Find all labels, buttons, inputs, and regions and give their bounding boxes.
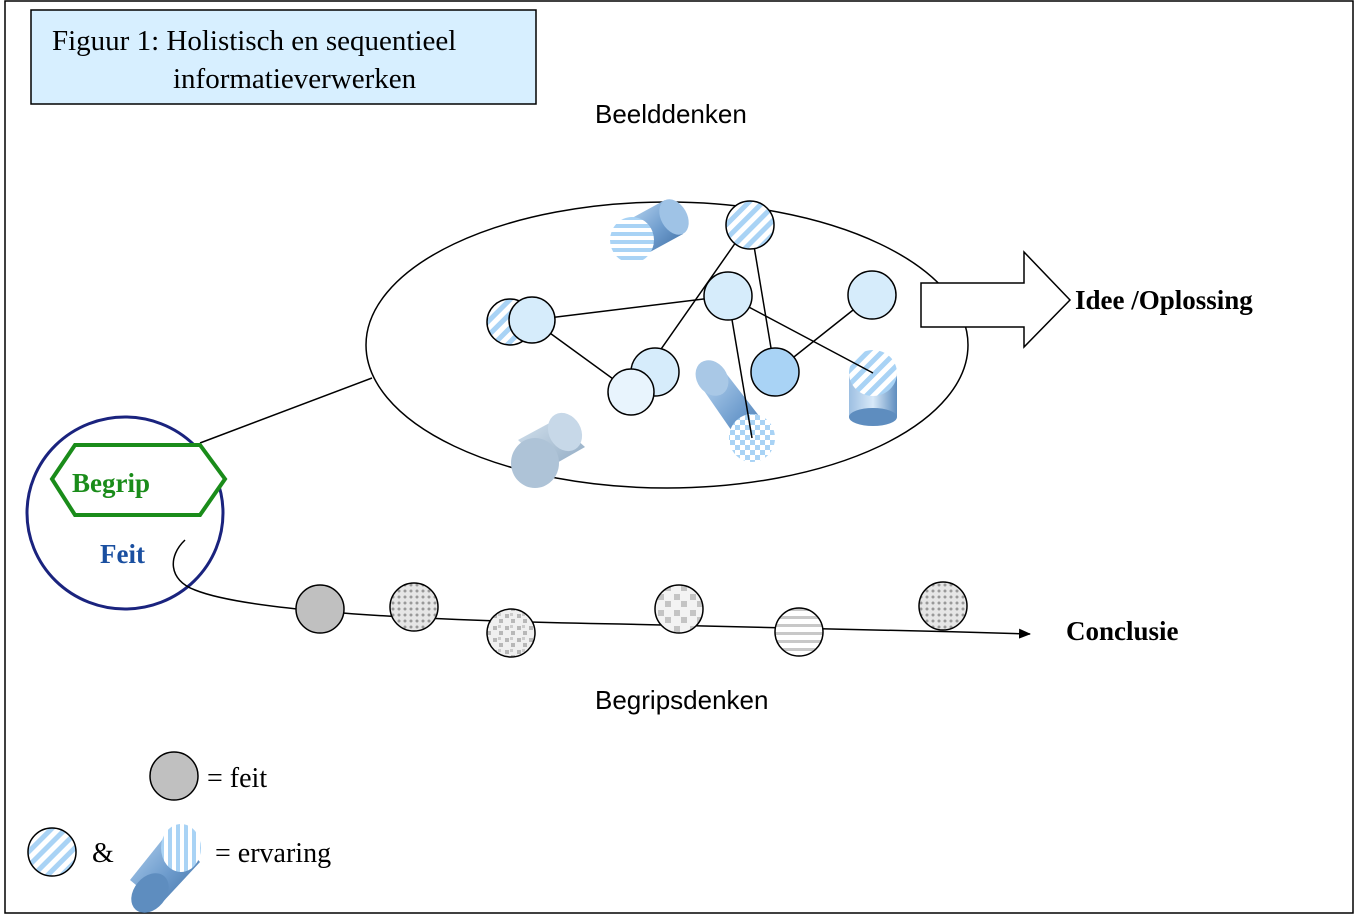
cylinder-bottom-left-grey bbox=[511, 412, 585, 488]
figure-title-line1: Figuur 1: Holistisch en sequentieel bbox=[52, 25, 456, 57]
ellipse-connector-line bbox=[199, 377, 373, 444]
begripsdenken-label: Begripsdenken bbox=[595, 685, 768, 715]
fact-circle-dotted-2 bbox=[918, 581, 968, 631]
legend: = feit & = ervaring bbox=[27, 751, 331, 913]
fact-circles bbox=[295, 581, 968, 658]
legend-feit-label: = feit bbox=[207, 763, 267, 794]
feit-label: Feit bbox=[100, 539, 145, 569]
node-right bbox=[847, 270, 897, 320]
fact-circle-blocks bbox=[486, 608, 536, 658]
fact-circle-dotted bbox=[389, 582, 439, 632]
figure-frame bbox=[4, 0, 1354, 914]
cylinder-right-diagonal-stripes bbox=[849, 350, 897, 426]
legend-ervaring-label: = ervaring bbox=[215, 838, 331, 869]
figure-title-line2: informatieverwerken bbox=[173, 63, 417, 95]
legend-fact-swatch bbox=[149, 751, 199, 801]
beelddenken-label: Beelddenken bbox=[595, 99, 747, 129]
image-thinking-ellipse bbox=[365, 201, 969, 489]
node-lower-center-front bbox=[607, 368, 655, 416]
cylinder-top-horizontal-stripes bbox=[610, 199, 689, 263]
legend-experience-cylinder-swatch bbox=[130, 824, 201, 913]
network-nodes bbox=[486, 200, 897, 416]
node-left-front bbox=[508, 296, 556, 344]
legend-experience-circle-swatch bbox=[27, 827, 77, 877]
idea-arrow bbox=[920, 250, 1072, 349]
node-top-striped bbox=[725, 200, 775, 250]
conclusie-label: Conclusie bbox=[1066, 616, 1179, 646]
legend-ampersand: & bbox=[92, 838, 114, 869]
fact-circle-large-blocks bbox=[654, 584, 704, 634]
node-center bbox=[703, 271, 753, 321]
node-medium-blue bbox=[750, 347, 800, 397]
begrip-label: Begrip bbox=[72, 468, 150, 498]
idee-oplossing-label: Idee /Oplossing bbox=[1075, 285, 1253, 315]
begrip-hexagon bbox=[49, 443, 228, 517]
fact-circle-plain bbox=[295, 584, 345, 634]
fact-circle-stripes bbox=[774, 607, 824, 657]
figure-title-box: Figuur 1: Holistisch en sequentieel info… bbox=[30, 9, 537, 105]
